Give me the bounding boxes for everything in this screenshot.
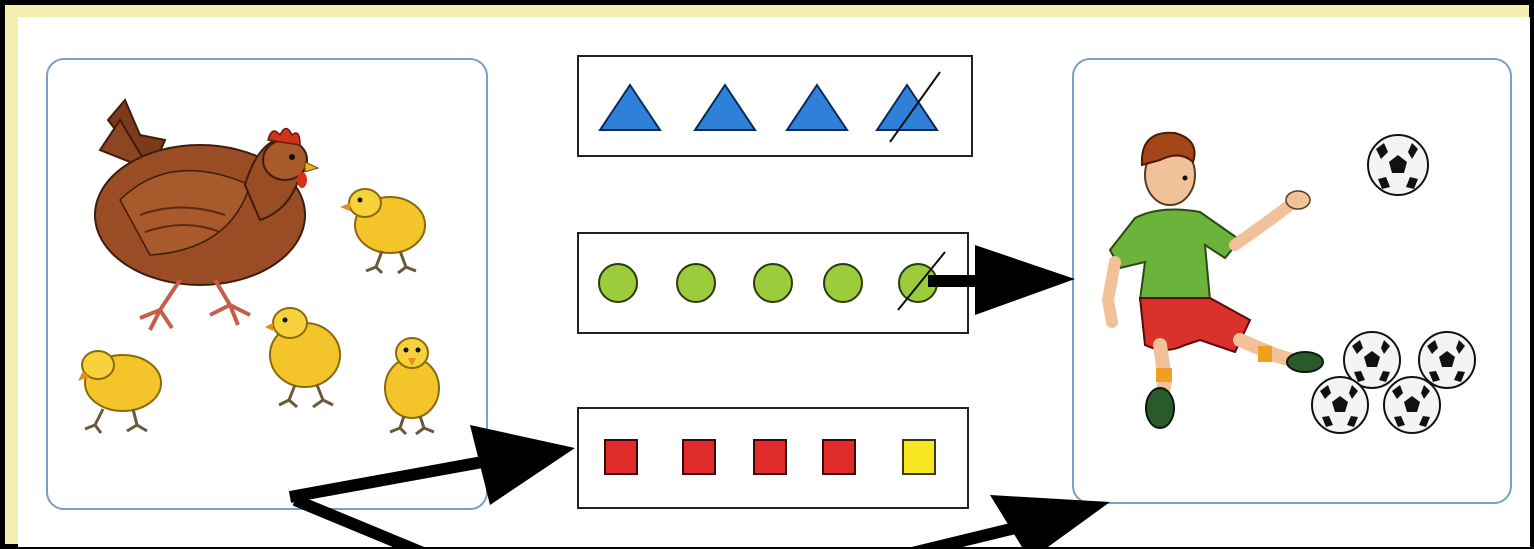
chick-icon — [340, 188, 426, 275]
boy-icon — [1101, 131, 1324, 429]
cross-out-line — [897, 251, 946, 311]
chick-icon — [384, 337, 440, 436]
triangle-icon — [785, 83, 849, 131]
circle-icon — [823, 263, 863, 303]
triangle-icon — [598, 83, 662, 131]
soccer-ball-icon — [1383, 376, 1441, 434]
circle-icon — [598, 263, 638, 303]
cross-out-line — [889, 71, 941, 143]
triangle-icon — [693, 83, 757, 131]
square-icon — [902, 439, 936, 475]
triangle-icon — [875, 83, 939, 131]
square-icon — [682, 439, 716, 475]
arrow-icon — [288, 425, 575, 505]
chick-icon — [78, 350, 162, 434]
left-picture-panel — [46, 58, 488, 510]
square-icon — [604, 439, 638, 475]
arrow-icon — [292, 494, 430, 549]
chick-icon — [265, 307, 341, 409]
hen-icon — [94, 98, 320, 331]
soccer-ball-icon — [1418, 331, 1476, 389]
arrow-icon — [928, 245, 1075, 315]
square-icon — [822, 439, 856, 475]
soccer-ball-icon — [1311, 376, 1369, 434]
arrow-icon — [903, 495, 1110, 549]
soccer-ball-icon — [1367, 134, 1429, 196]
circle-icon — [753, 263, 793, 303]
circle-icon — [676, 263, 716, 303]
soccer-ball-icon — [1343, 331, 1401, 389]
square-icon — [753, 439, 787, 475]
